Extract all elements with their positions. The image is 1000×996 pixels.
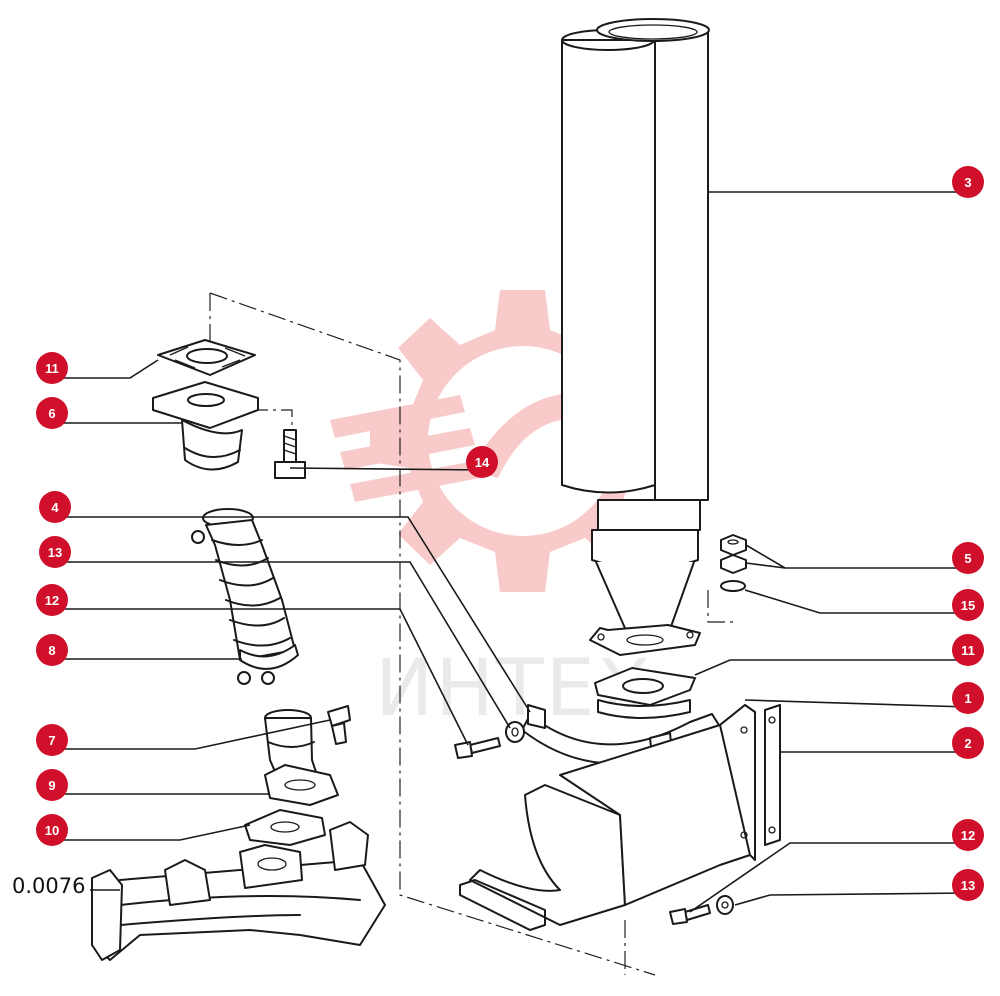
callout-marker (36, 397, 68, 429)
nuts-washers-part-5-15 (720, 534, 747, 592)
callout-6: 6 (36, 397, 68, 429)
callout-2: 2 (952, 727, 984, 759)
callout-7: 7 (36, 724, 68, 756)
callout-marker (36, 769, 68, 801)
callout-marker (36, 352, 68, 384)
bolt-part-12-upper (454, 737, 501, 759)
callout-13-upper: 13 (39, 536, 71, 568)
callout-label: 8 (48, 643, 55, 658)
callout-marker (952, 819, 984, 851)
gasket-part-11-lower (594, 667, 696, 706)
callout-label: 10 (45, 823, 59, 838)
callout-marker (952, 166, 984, 198)
exhaust-manifold (91, 821, 386, 961)
callout-label: 7 (48, 733, 55, 748)
callout-13-lower: 13 (952, 869, 984, 901)
callout-marker (36, 634, 68, 666)
callout-label: 13 (48, 545, 62, 560)
callout-label: 1 (964, 691, 971, 706)
bolt-part-14 (274, 429, 306, 479)
gasket-part-11-upper (157, 339, 256, 376)
bracket-part-1 (459, 704, 756, 931)
callout-14: 14 (466, 446, 498, 478)
callout-5: 5 (952, 542, 984, 574)
callout-4: 4 (39, 491, 71, 523)
callout-marker (952, 727, 984, 759)
flange-part-9 (264, 764, 339, 806)
callout-label: 11 (45, 361, 59, 376)
callout-15: 15 (952, 589, 984, 621)
callout-12-lower: 12 (952, 819, 984, 851)
callout-marker (36, 814, 68, 846)
callout-11-lower: 11 (952, 634, 984, 666)
callout-label: 9 (48, 778, 55, 793)
callout-12-upper: 12 (36, 584, 68, 616)
drawing-reference: 0.0076 (12, 874, 85, 898)
callout-label: 13 (961, 878, 975, 893)
callout-label: 6 (48, 406, 55, 421)
callout-label: 3 (964, 175, 971, 190)
callout-label: 15 (961, 598, 975, 613)
callout-marker (952, 682, 984, 714)
assembly-centerlines (209, 292, 733, 976)
callout-label: 11 (961, 643, 975, 658)
callout-marker (466, 446, 498, 478)
callout-label: 5 (964, 551, 971, 566)
callout-label: 2 (964, 736, 971, 751)
callout-3: 3 (952, 166, 984, 198)
callout-marker (952, 634, 984, 666)
callout-1: 1 (952, 682, 984, 714)
callout-label: 14 (475, 455, 490, 470)
callout-8: 8 (36, 634, 68, 666)
gasket-part-10 (244, 809, 326, 846)
callout-11-upper: 11 (36, 352, 68, 384)
bolt-part-12-lower (669, 904, 711, 925)
callout-marker (952, 869, 984, 901)
callout-marker (39, 536, 71, 568)
muffler-part-3 (561, 18, 710, 656)
flange-elbow-part-6 (152, 381, 259, 471)
washer-part-13-lower (716, 895, 734, 915)
washer-part-13-upper (505, 721, 525, 743)
strap-part-2 (764, 704, 781, 846)
callout-marker (952, 542, 984, 574)
callout-marker (39, 491, 71, 523)
callout-marker (952, 589, 984, 621)
callout-marker (36, 584, 68, 616)
flex-hose-part-8 (191, 508, 299, 685)
callout-marker (36, 724, 68, 756)
callout-label: 12 (961, 828, 975, 843)
callout-10: 10 (36, 814, 68, 846)
callout-label: 4 (51, 500, 59, 515)
callouts: 3 11 6 14 4 13 12 8 (36, 166, 984, 901)
callout-9: 9 (36, 769, 68, 801)
callout-label: 12 (45, 593, 59, 608)
leader-lines (52, 191, 969, 913)
